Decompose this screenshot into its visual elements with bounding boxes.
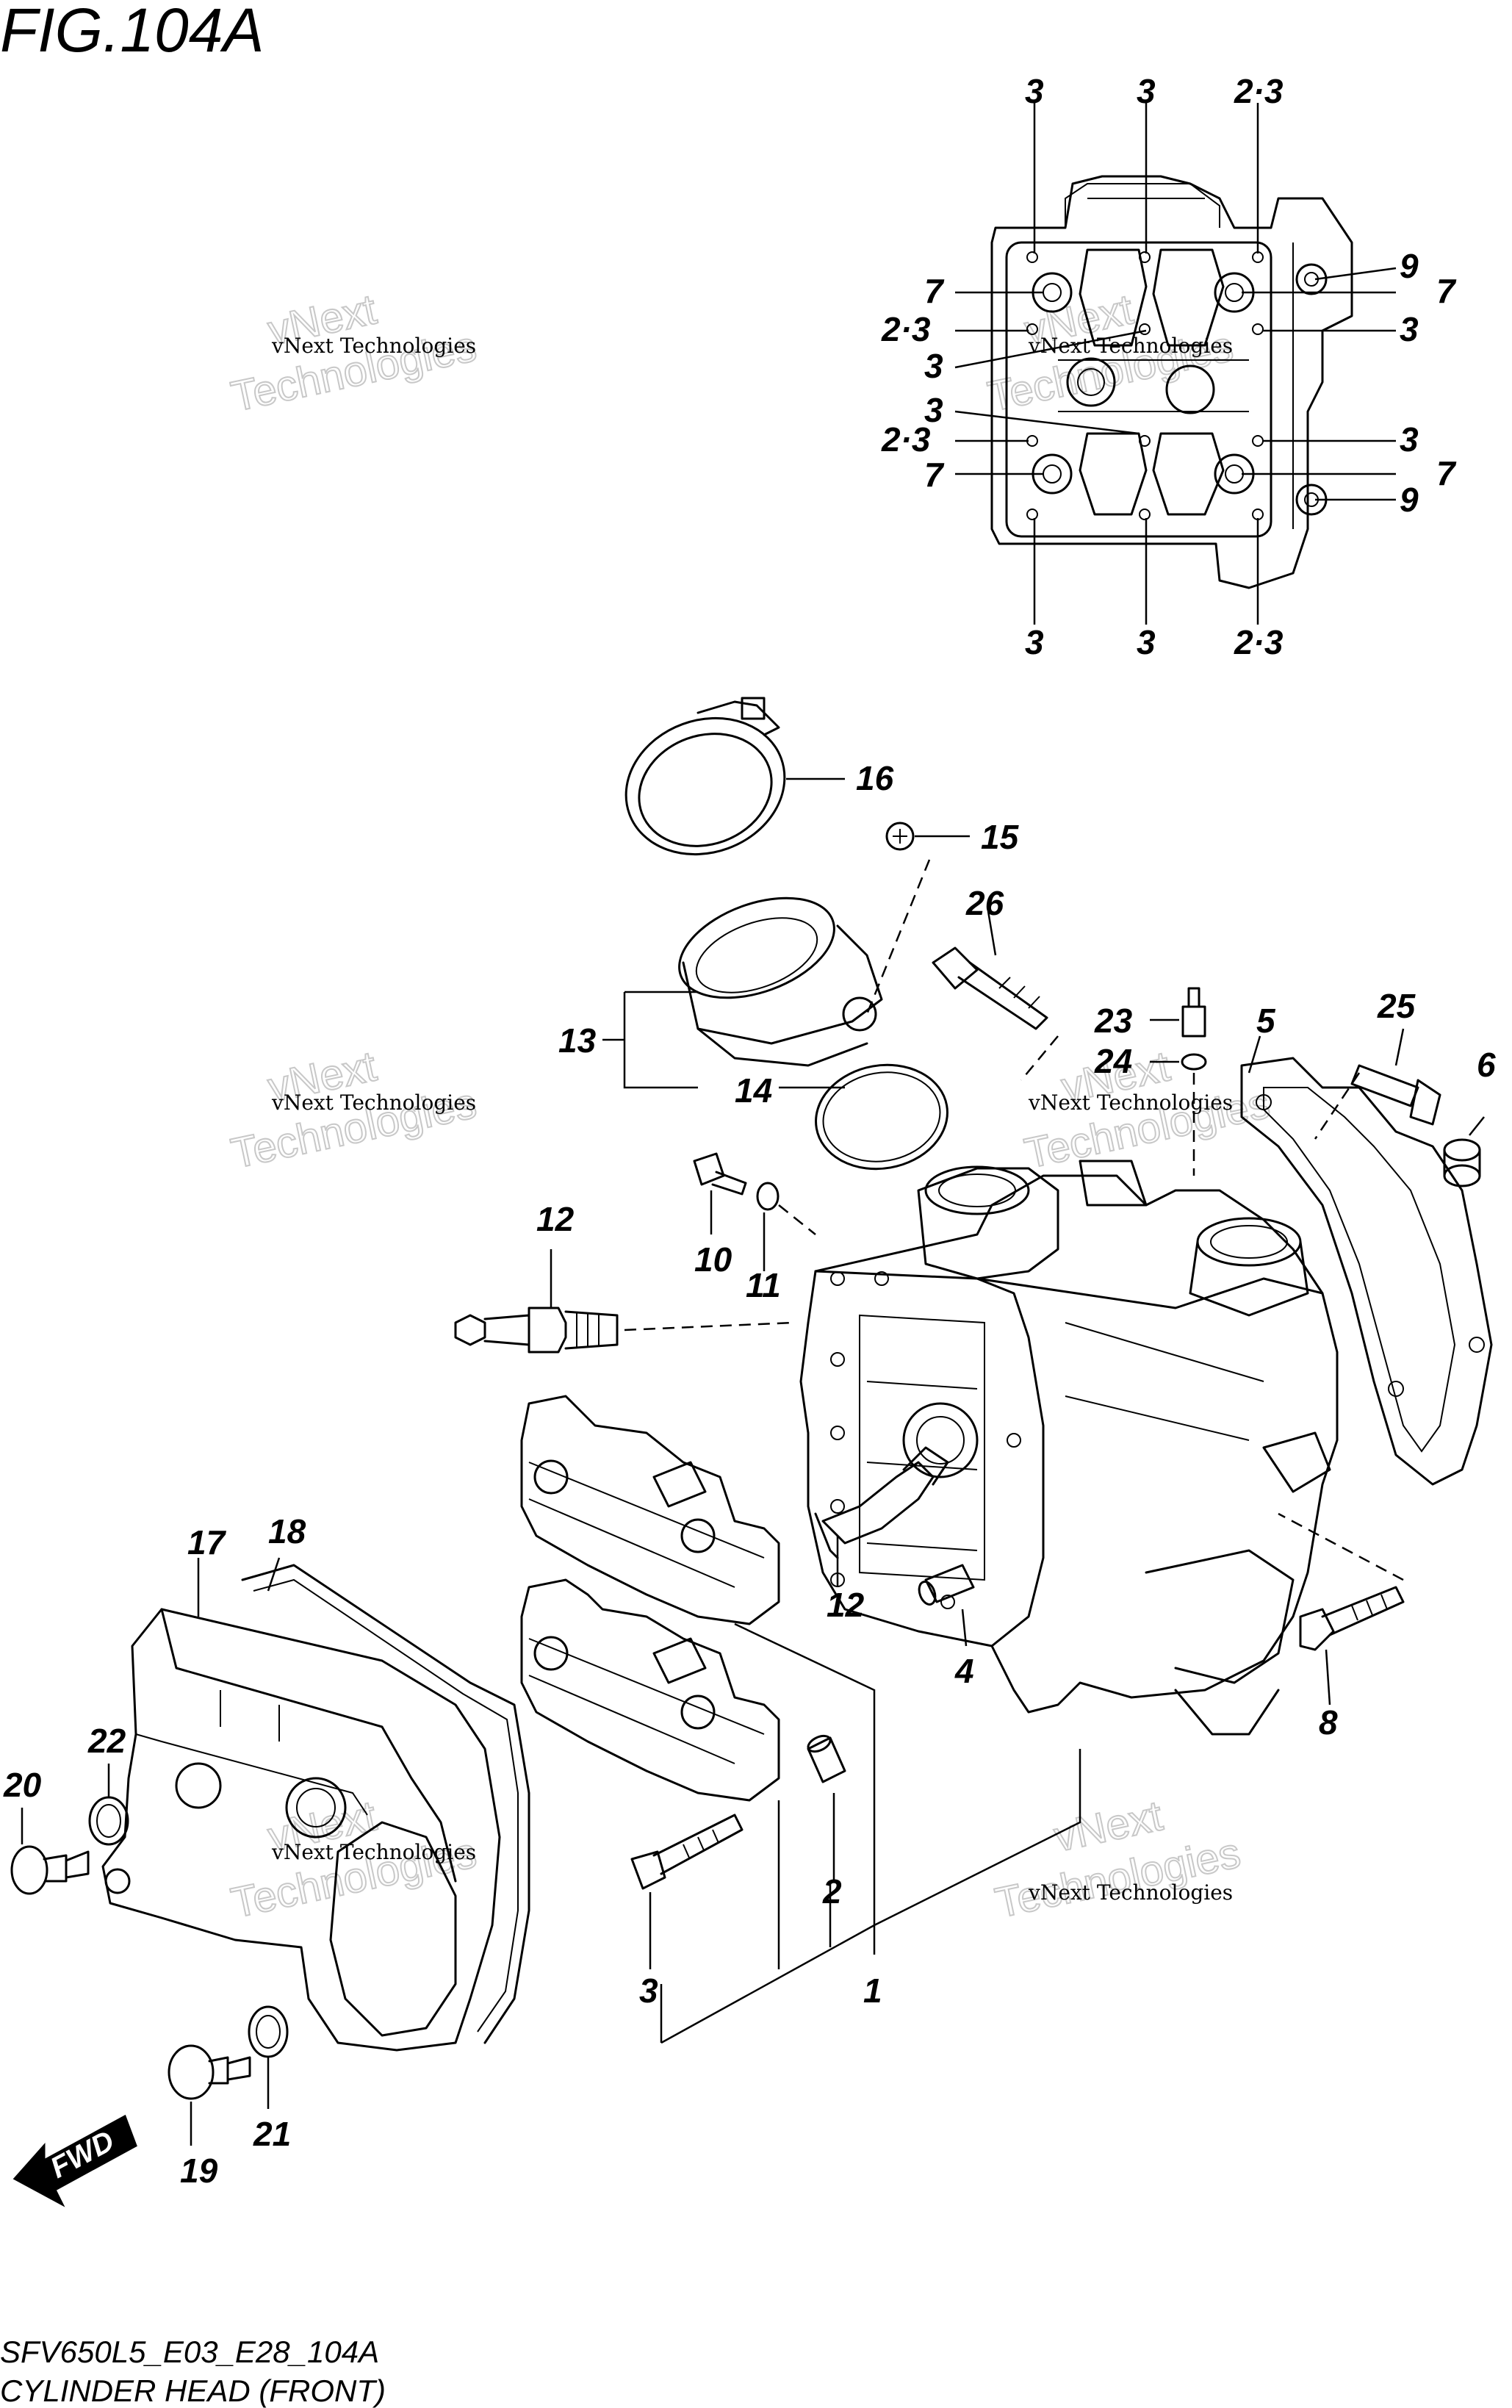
part-14-o-ring bbox=[815, 1063, 948, 1171]
callout-5: 5 bbox=[1256, 1002, 1276, 1040]
part-2-dowel bbox=[807, 1734, 846, 1881]
part-16-clamp bbox=[624, 697, 845, 856]
callout-right-1: 9 bbox=[1400, 247, 1419, 285]
part-19-bolt bbox=[168, 2044, 251, 2146]
top-view-callouts: 3 3 2·3 7 2·3 3 3 2·3 7 9 7 3 3 7 9 3 3 … bbox=[881, 72, 1457, 661]
callout-17: 17 bbox=[187, 1523, 227, 1561]
part-17-head-cover bbox=[101, 1558, 501, 2052]
callout-6: 6 bbox=[1477, 1046, 1496, 1084]
camshaft-holder-lower bbox=[520, 1578, 780, 1802]
part-3-bolt bbox=[630, 1814, 744, 1969]
callout-19: 19 bbox=[180, 2152, 218, 2190]
callout-14: 14 bbox=[735, 1071, 772, 1110]
watermark-small-6: vNext Technologies bbox=[1028, 1880, 1233, 1905]
callout-right-3: 3 bbox=[1400, 310, 1419, 348]
part-23-bolt bbox=[1150, 987, 1206, 1038]
callout-12-lower: 12 bbox=[827, 1586, 865, 1624]
callout-8: 8 bbox=[1319, 1703, 1338, 1742]
watermark-small-5: vNext Technologies bbox=[271, 1840, 476, 1864]
callout-25: 25 bbox=[1377, 987, 1416, 1025]
callout-20: 20 bbox=[3, 1766, 42, 1804]
callout-15: 15 bbox=[981, 818, 1020, 856]
callout-right-4: 3 bbox=[1400, 420, 1419, 459]
callout-top-2: 3 bbox=[1137, 72, 1156, 110]
callout-16: 16 bbox=[856, 759, 894, 797]
part-25-bolt bbox=[1314, 1028, 1441, 1140]
callout-left-5: 2·3 bbox=[881, 420, 931, 459]
callout-top-1: 3 bbox=[1025, 72, 1044, 110]
watermark-small-1: vNext Technologies bbox=[271, 334, 476, 358]
callout-bottom-2: 3 bbox=[1137, 623, 1156, 661]
callout-bottom-1: 3 bbox=[1025, 623, 1044, 661]
part-24-washer bbox=[1150, 1053, 1207, 1176]
camshaft-holder-upper bbox=[520, 1395, 780, 1625]
callout-21: 21 bbox=[253, 2115, 291, 2153]
callout-left-2: 2·3 bbox=[881, 310, 931, 348]
top-view-leaders bbox=[954, 103, 1397, 625]
part-18-gasket bbox=[241, 1557, 530, 2044]
callout-11: 11 bbox=[746, 1266, 781, 1304]
callout-left-4: 3 bbox=[924, 391, 943, 429]
callout-2: 2 bbox=[822, 1872, 842, 1911]
callout-10: 10 bbox=[694, 1240, 732, 1279]
callout-26: 26 bbox=[965, 884, 1004, 922]
callout-bottom-3: 2·3 bbox=[1234, 623, 1284, 661]
part-1-cylinder-head bbox=[799, 1160, 1339, 1736]
figure-caption: CYLINDER HEAD (FRONT) bbox=[0, 2373, 386, 2408]
callout-1: 1 bbox=[863, 1972, 882, 2010]
part-21-grommet bbox=[248, 2005, 289, 2109]
callout-left-6: 7 bbox=[924, 456, 945, 494]
part-callouts: 1 2 3 4 5 6 8 10 11 12 12 13 14 15 16 17… bbox=[3, 759, 1496, 2190]
callout-right-5: 7 bbox=[1436, 454, 1457, 492]
part-8-bolt bbox=[1278, 1512, 1405, 1706]
callout-13: 13 bbox=[558, 1021, 597, 1060]
callout-left-3: 3 bbox=[924, 347, 943, 385]
callout-top-3: 2·3 bbox=[1234, 72, 1284, 110]
figure-title: FIG.104A bbox=[0, 0, 264, 65]
part-26-bolt bbox=[932, 910, 1059, 1081]
callout-24: 24 bbox=[1094, 1042, 1132, 1080]
callout-3: 3 bbox=[639, 1972, 658, 2010]
part-10-bolt bbox=[693, 1152, 747, 1234]
callout-18: 18 bbox=[268, 1512, 306, 1550]
part-11-washer bbox=[756, 1182, 816, 1271]
callout-1-bracket bbox=[660, 1622, 1081, 2044]
part-12-spark-plug-upper bbox=[454, 1249, 794, 1354]
callout-12-upper: 12 bbox=[536, 1200, 575, 1238]
callout-right-2: 7 bbox=[1436, 272, 1457, 310]
watermark-small-3: vNext Technologies bbox=[271, 1090, 476, 1115]
callout-left-1: 7 bbox=[924, 272, 945, 310]
watermark-small-4: vNext Technologies bbox=[1028, 1090, 1233, 1115]
callout-13-bracket bbox=[602, 991, 845, 1089]
callout-23: 23 bbox=[1094, 1002, 1133, 1040]
callout-22: 22 bbox=[87, 1722, 126, 1760]
part-4-guide bbox=[918, 1564, 975, 1647]
part-20-bolt bbox=[10, 1808, 90, 1895]
model-code: SFV650L5_E03_E28_104A bbox=[0, 2335, 379, 2369]
part-15-screw bbox=[865, 822, 970, 1015]
fwd-direction-icon: FWD bbox=[12, 2114, 137, 2207]
callout-right-6: 9 bbox=[1400, 481, 1419, 519]
part-22-grommet bbox=[88, 1764, 129, 1846]
callout-4: 4 bbox=[954, 1652, 974, 1690]
part-6-dowel bbox=[1443, 1116, 1485, 1187]
part-12-spark-plug-lower bbox=[814, 1446, 949, 1587]
part-13-intake-pipe bbox=[678, 896, 883, 1067]
